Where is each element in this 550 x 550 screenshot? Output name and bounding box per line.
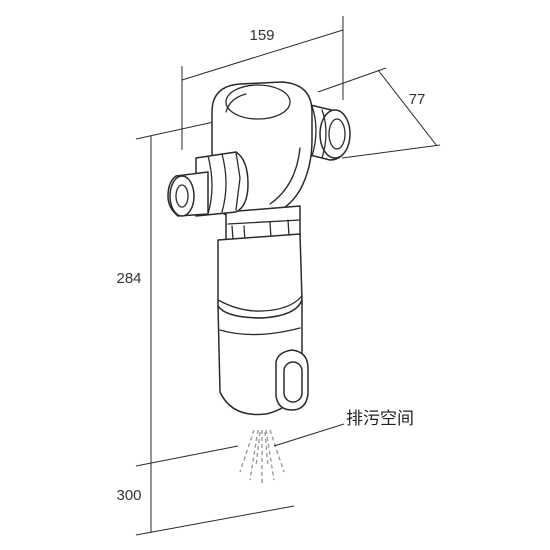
width-dimension: 159 — [181, 16, 344, 150]
drain-space-label: 排污空间 — [346, 409, 414, 429]
clearance-dimension: 300 — [116, 466, 295, 536]
clearance-label: 300 — [116, 487, 141, 504]
drain-space-callout: 排污空间 — [273, 409, 414, 447]
depth-label: 77 — [409, 91, 426, 108]
inlet-fitting — [167, 151, 249, 217]
height-label: 284 — [116, 270, 141, 287]
drain-valve — [275, 349, 309, 411]
depth-dimension: 77 — [317, 67, 441, 159]
filter-body — [167, 81, 351, 484]
drain-spray — [239, 429, 285, 484]
outlet-fitting — [305, 103, 351, 161]
width-label: 159 — [249, 27, 274, 44]
